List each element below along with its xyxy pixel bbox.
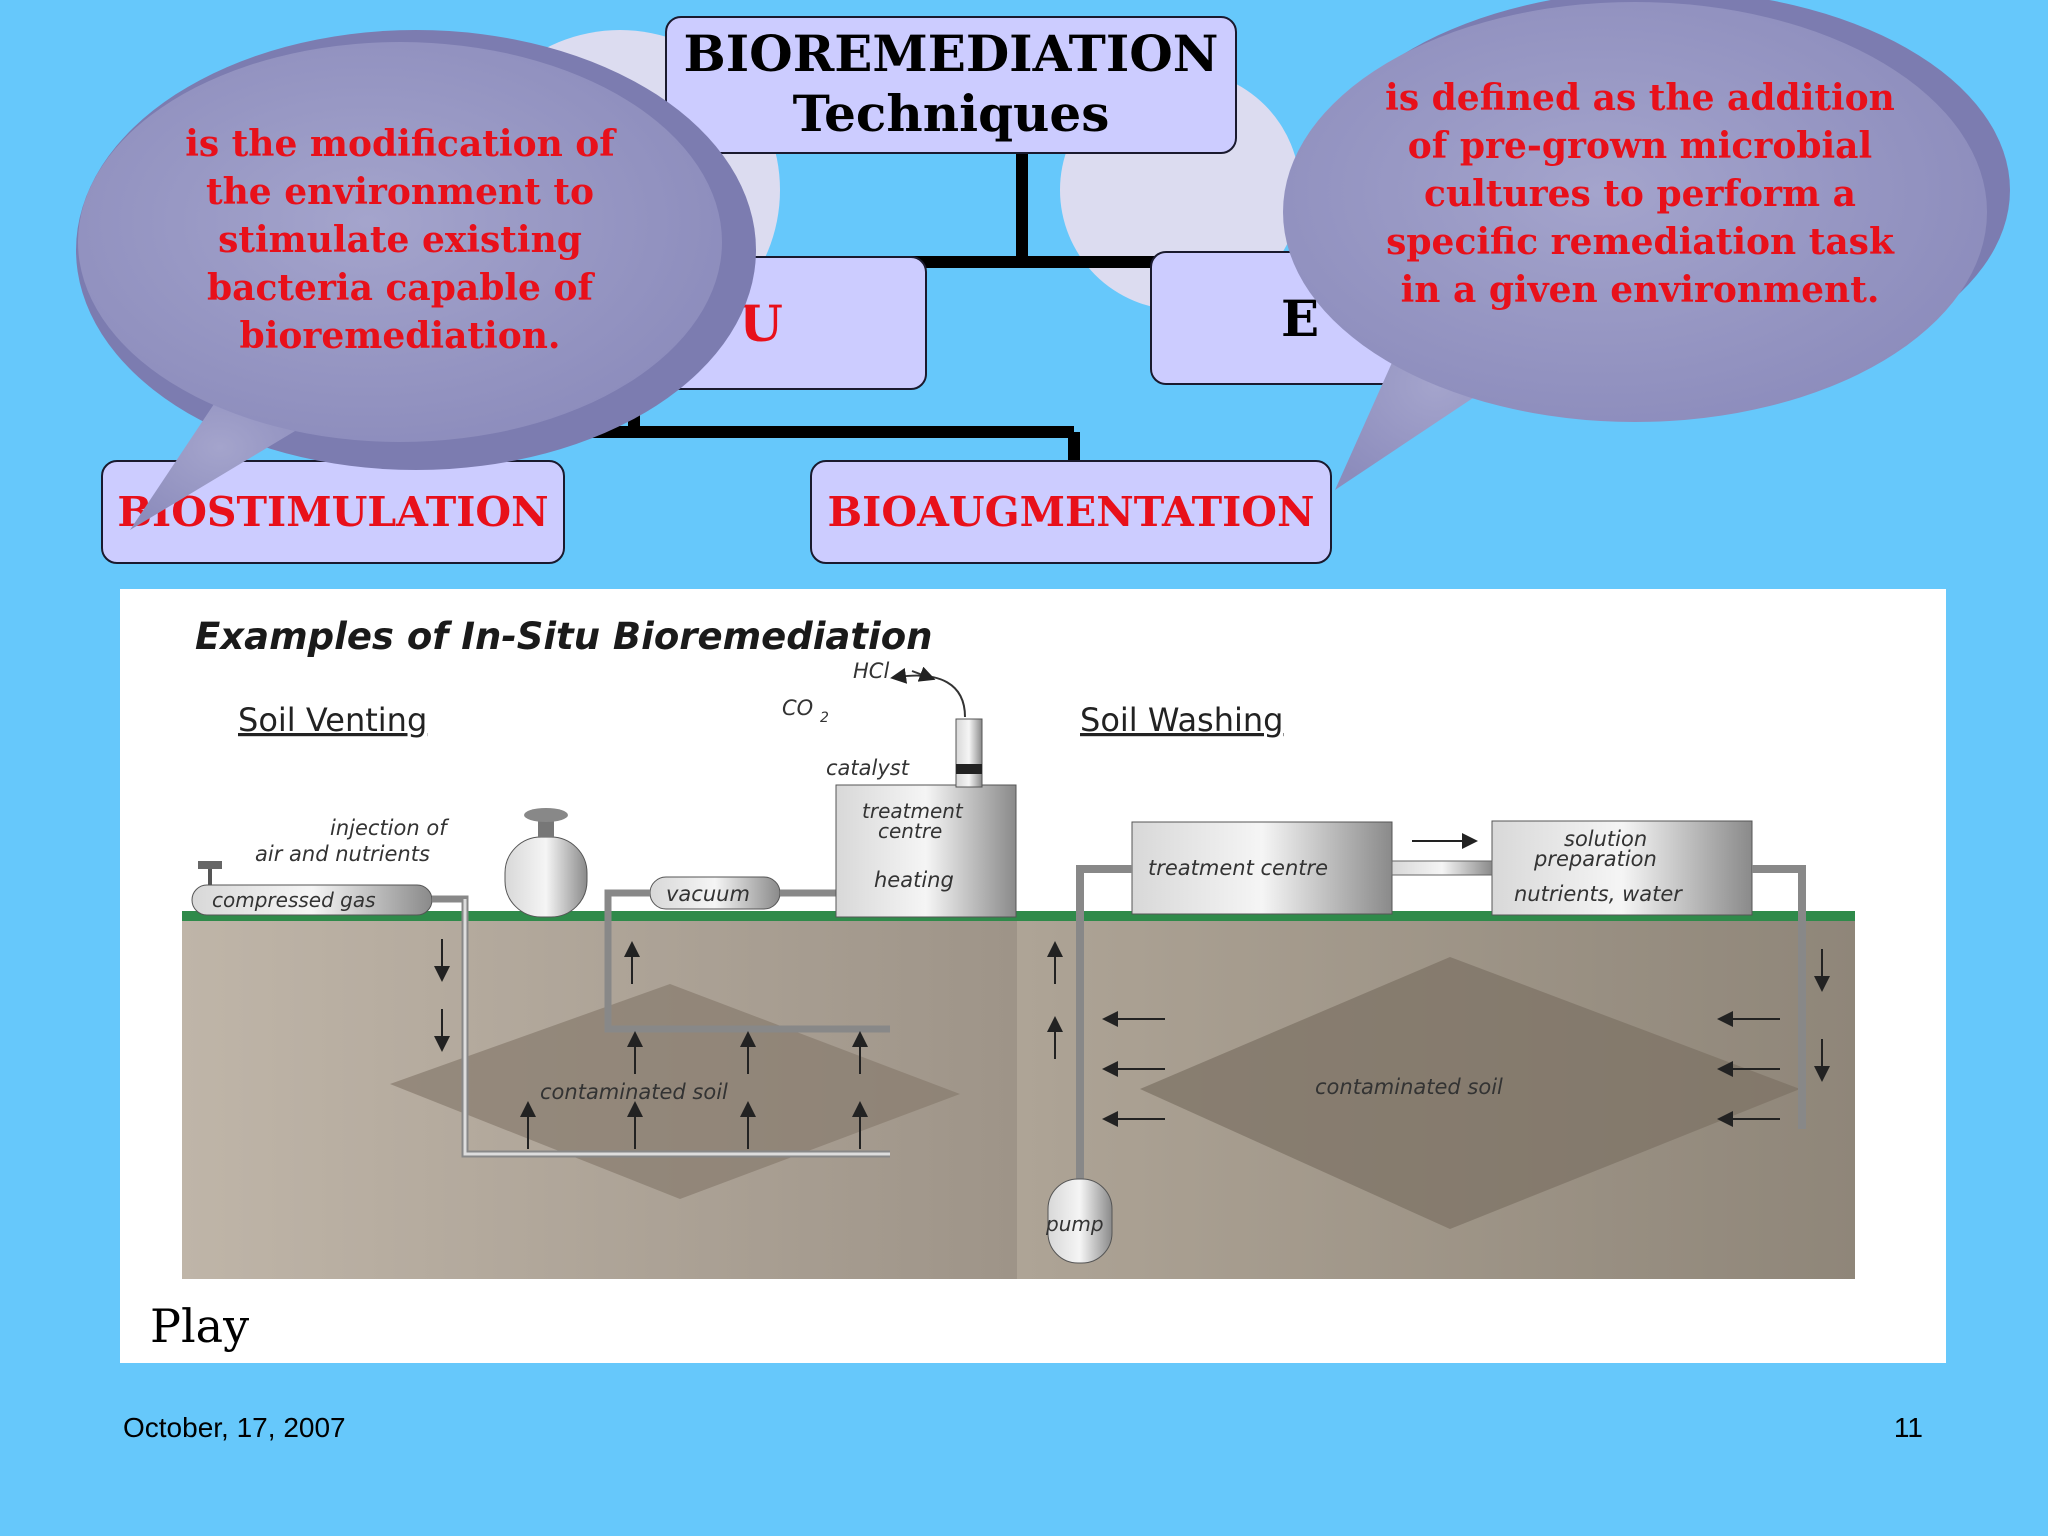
grass-strip [182, 911, 1855, 921]
insitu-diagram: Examples of In-Situ Bioremediation Soil … [182, 615, 1855, 1279]
play-label[interactable]: Play [150, 1299, 250, 1353]
soil-venting-title: Soil Venting [238, 701, 427, 739]
heating-label: heating [874, 868, 954, 892]
compressed-gas-label: compressed gas [212, 888, 376, 912]
footer-date: October, 17, 2007 [123, 1412, 346, 1443]
treatment-label-2: centre [878, 819, 942, 843]
left-callout-bubble [76, 30, 756, 530]
washing-flow-arrows [1047, 941, 1830, 1127]
arrow-path [920, 691, 965, 717]
page-number: 11 [1893, 1412, 1923, 1443]
catalyst-band [956, 764, 982, 774]
catalyst-stack [955, 718, 983, 788]
hcl-arrow [911, 666, 936, 682]
injection-label-1: injection of [330, 816, 450, 840]
air-tank-cap [524, 808, 568, 822]
catalyst-label: catalyst [826, 756, 910, 780]
solution-label-2: preparation [1533, 847, 1657, 871]
co2-arrow [890, 667, 966, 718]
valve-handle [198, 861, 222, 869]
treatment-centre-washing [1131, 821, 1393, 915]
air-tank [504, 836, 588, 918]
connecting-pipe [1391, 860, 1493, 876]
insitu-figure: Examples of In-Situ Bioremediation Soil … [120, 589, 1946, 1363]
injection-label-2: air and nutrients [255, 842, 430, 866]
pump [1047, 1178, 1113, 1264]
pump-label: pump [1045, 1212, 1104, 1236]
injection-pipe-highlight [463, 899, 890, 1156]
vacuum-pipe [604, 889, 890, 1033]
venting-contaminated-label: contaminated soil [540, 1080, 728, 1104]
title-line2: Techniques [792, 84, 1110, 143]
figure-heading: Examples of In-Situ Bioremediation [195, 615, 933, 658]
extraction-pipe [1076, 865, 1132, 1189]
bioaugmentation-box: BIOAUGMENTATION [810, 460, 1332, 564]
biostimulation-definition: is the modification of the environment t… [185, 123, 615, 357]
hcl-label: HCl [853, 659, 889, 683]
nutrients-water-label: nutrients, water [1514, 882, 1683, 906]
treatment-label-1: treatment [862, 799, 964, 823]
right-callout-bubble [1283, 0, 2010, 490]
bioaugmentation-definition: is defined as the addition of pre-grown … [1385, 77, 1895, 311]
title-box: BIOREMEDIATION Techniques [665, 16, 1237, 154]
soil-washing-contaminated-zone [1140, 957, 1800, 1229]
biostimulation-label: BIOSTIMULATION [117, 488, 549, 536]
soil-venting-contaminated-zone [390, 984, 960, 1199]
vacuum-label: vacuum [666, 882, 750, 906]
soil-washing-title: Soil Washing [1080, 701, 1283, 739]
venting-flow-arrows [434, 939, 868, 1149]
title-line1: BIOREMEDIATION [683, 24, 1219, 83]
exsitu-label: E [1280, 288, 1320, 348]
solution-preparation-tank [1491, 820, 1753, 916]
injection-well-pipe [1752, 865, 1806, 1129]
co2-label: CO [782, 696, 813, 720]
treatment-centre-venting [835, 784, 1017, 918]
insitu-label: U [739, 293, 783, 353]
solution-label-1: solution [1564, 827, 1647, 851]
biostimulation-box: BIOSTIMULATION [101, 460, 565, 564]
washing-treatment-label: treatment centre [1148, 856, 1328, 880]
bioaugmentation-label: BIOAUGMENTATION [827, 488, 1315, 536]
air-tank-valve [538, 817, 554, 837]
washing-contaminated-label: contaminated soil [1315, 1075, 1503, 1099]
co2-subscript: 2 [820, 710, 829, 726]
